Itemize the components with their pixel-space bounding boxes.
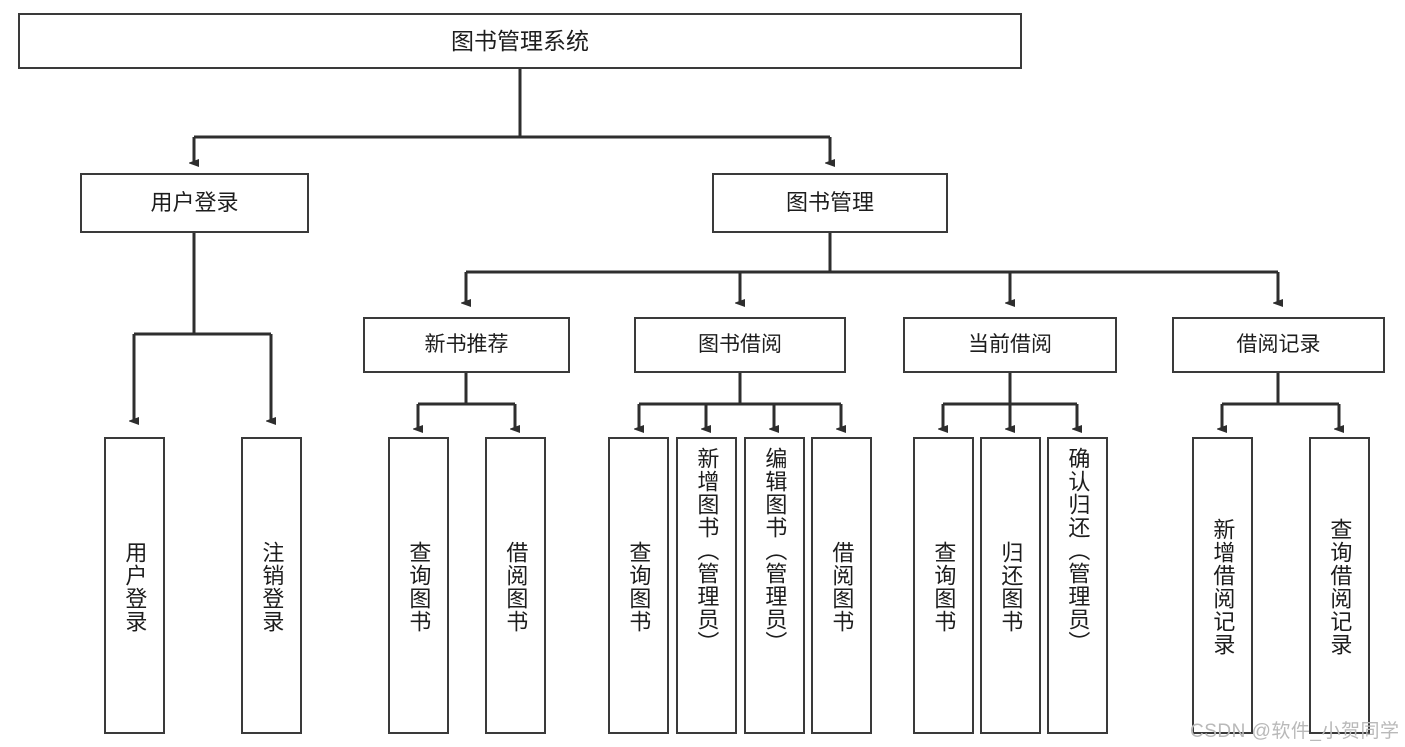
node-new-book-recommend[interactable]: 新书推荐 [363,317,570,373]
leaf-book-borrow-add-book-admin[interactable]: 新增图书（管理员） [676,437,737,734]
node-current-borrow-label: 当前借阅 [968,333,1052,357]
leaf-label: 新增借阅记录 [1210,517,1236,656]
leaf-book-borrow-edit-book-admin[interactable]: 编辑图书（管理员） [744,437,805,734]
csdn-watermark: CSDN @软件_小贺同学 [1190,721,1400,742]
node-borrow-record[interactable]: 借阅记录 [1172,317,1385,373]
leaf-user-login-logout[interactable]: 注销登录 [241,437,302,734]
leaf-label: 新增图书（管理员） [694,447,720,654]
leaf-new-book-query-book[interactable]: 查询图书 [388,437,449,734]
leaf-book-borrow-borrow-book[interactable]: 借阅图书 [811,437,872,734]
leaf-label: 查询图书 [406,540,432,633]
node-user-login[interactable]: 用户登录 [80,173,309,233]
leaf-label: 归还图书 [998,540,1024,633]
node-current-borrow[interactable]: 当前借阅 [903,317,1117,373]
leaf-label: 借阅图书 [829,540,855,633]
leaf-label: 借阅图书 [503,540,529,633]
leaf-new-book-borrow-book[interactable]: 借阅图书 [485,437,546,734]
leaf-label: 编辑图书（管理员） [762,447,788,654]
leaf-current-borrow-query-book[interactable]: 查询图书 [913,437,974,734]
leaf-label: 查询图书 [626,540,652,633]
leaf-label: 确认归还（管理员） [1065,447,1091,654]
node-root-label: 图书管理系统 [451,27,589,54]
leaf-label: 用户登录 [122,540,148,633]
leaf-label: 查询借阅记录 [1327,517,1353,656]
leaf-book-borrow-query-book[interactable]: 查询图书 [608,437,669,734]
node-book-borrow[interactable]: 图书借阅 [634,317,846,373]
leaf-borrow-record-query-record[interactable]: 查询借阅记录 [1309,437,1370,734]
leaf-label: 查询图书 [931,540,957,633]
leaf-user-login-login[interactable]: 用户登录 [104,437,165,734]
node-root[interactable]: 图书管理系统 [18,13,1022,69]
leaf-current-borrow-confirm-return-admin[interactable]: 确认归还（管理员） [1047,437,1108,734]
node-new-book-recommend-label: 新书推荐 [424,333,509,357]
node-book-management[interactable]: 图书管理 [712,173,948,233]
leaf-current-borrow-return-book[interactable]: 归还图书 [980,437,1041,734]
node-user-login-label: 用户登录 [150,190,239,216]
node-book-management-label: 图书管理 [785,190,874,216]
leaf-label: 注销登录 [259,540,285,633]
leaf-borrow-record-add-record[interactable]: 新增借阅记录 [1192,437,1253,734]
node-book-borrow-label: 图书借阅 [698,333,782,357]
node-borrow-record-label: 借阅记录 [1236,333,1321,357]
